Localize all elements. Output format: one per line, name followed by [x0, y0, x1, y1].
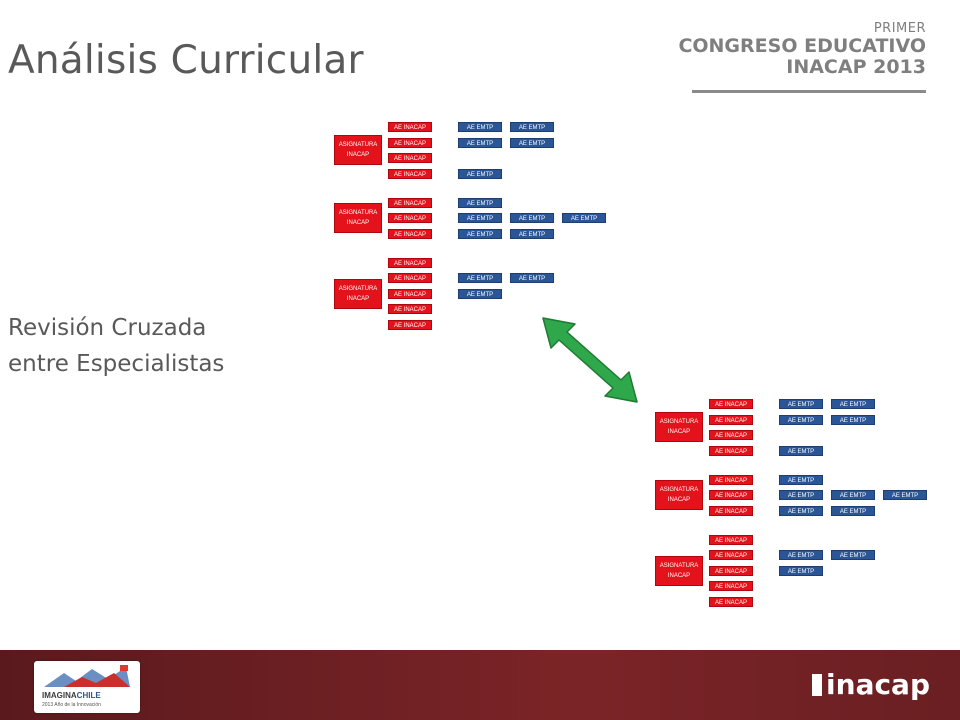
- inacap-wordmark: inacap: [826, 668, 930, 701]
- ae-emtp-box: AE EMTP: [510, 273, 554, 283]
- footer-bar: [0, 650, 960, 720]
- ae-inacap-box: AE INACAP: [388, 122, 432, 132]
- double-arrow-icon: [542, 317, 638, 403]
- ae-emtp-box: AE EMTP: [831, 414, 875, 425]
- imagina-name-1: IMAGINA: [42, 691, 77, 700]
- ae-inacap-box: AE INACAP: [388, 228, 432, 239]
- slide-subtitle: Revisión Cruzada entre Especialistas: [8, 310, 224, 382]
- ae-emtp-box: AE EMTP: [831, 490, 875, 500]
- ae-inacap-box: AE INACAP: [388, 153, 432, 163]
- subject-box: ASIGNATURA INACAP: [655, 555, 703, 586]
- ae-emtp-box: AE EMTP: [458, 228, 502, 239]
- ae-inacap-box: AE INACAP: [709, 596, 753, 607]
- ae-inacap-box: AE INACAP: [388, 213, 432, 223]
- ae-emtp-box: AE EMTP: [510, 213, 554, 223]
- ae-inacap-box: AE INACAP: [388, 257, 432, 268]
- slide-title: Análisis Curricular: [8, 38, 364, 83]
- ae-emtp-box: AE EMTP: [779, 414, 823, 425]
- imagina-chile-logo: IMAGINACHILE 2013 Año de la Innovación: [34, 661, 140, 713]
- ae-inacap-box: AE INACAP: [709, 534, 753, 545]
- subject-box: ASIGNATURA INACAP: [655, 480, 703, 510]
- ae-emtp-box: AE EMTP: [510, 137, 554, 148]
- ae-emtp-box: AE EMTP: [831, 399, 875, 409]
- ae-inacap-box: AE INACAP: [709, 565, 753, 576]
- imagina-name-2: CHILE: [76, 691, 101, 700]
- congreso-line-1: PRIMER: [873, 21, 926, 36]
- ae-emtp-box: AE EMTP: [458, 213, 502, 223]
- subject-box: ASIGNATURA INACAP: [334, 278, 382, 309]
- ae-emtp-box: AE EMTP: [831, 550, 875, 560]
- ae-emtp-box: AE EMTP: [779, 505, 823, 516]
- ae-emtp-box: AE EMTP: [458, 168, 502, 179]
- ae-inacap-box: AE INACAP: [388, 273, 432, 283]
- imagina-name: IMAGINACHILE: [42, 691, 101, 700]
- ae-emtp-box: AE EMTP: [779, 474, 823, 485]
- ae-inacap-box: AE INACAP: [709, 445, 753, 456]
- subtitle-line-1: Revisión Cruzada: [8, 315, 207, 341]
- ae-inacap-box: AE INACAP: [388, 137, 432, 148]
- ae-emtp-box: AE EMTP: [831, 505, 875, 516]
- congreso-line-2: CONGRESO EDUCATIVO: [678, 35, 926, 57]
- ae-inacap-box: AE INACAP: [709, 550, 753, 560]
- mountains-icon: [44, 665, 130, 687]
- ae-emtp-box: AE EMTP: [779, 550, 823, 560]
- ae-emtp-box: AE EMTP: [779, 490, 823, 500]
- subtitle-line-2: entre Especialistas: [8, 351, 225, 377]
- ae-inacap-box: AE INACAP: [709, 490, 753, 500]
- inacap-logo: inacap: [812, 668, 930, 701]
- imagina-tagline: 2013 Año de la Innovación: [42, 702, 101, 708]
- ae-emtp-box: AE EMTP: [458, 273, 502, 283]
- congreso-rule: [692, 90, 926, 93]
- ae-inacap-box: AE INACAP: [388, 304, 432, 314]
- ae-emtp-box: AE EMTP: [562, 213, 606, 223]
- ae-inacap-box: AE INACAP: [709, 414, 753, 425]
- ae-inacap-box: AE INACAP: [388, 197, 432, 208]
- ae-inacap-box: AE INACAP: [388, 319, 432, 330]
- ae-emtp-box: AE EMTP: [779, 445, 823, 456]
- congreso-line-3: INACAP 2013: [786, 56, 926, 78]
- double-arrow-shape: [542, 317, 638, 403]
- ae-inacap-box: AE INACAP: [709, 505, 753, 516]
- ae-emtp-box: AE EMTP: [458, 122, 502, 132]
- ae-inacap-box: AE INACAP: [709, 474, 753, 485]
- ae-emtp-box: AE EMTP: [883, 490, 927, 500]
- inacap-square-icon: [812, 673, 823, 696]
- ae-emtp-box: AE EMTP: [510, 122, 554, 132]
- ae-inacap-box: AE INACAP: [709, 399, 753, 409]
- ae-emtp-box: AE EMTP: [458, 288, 502, 299]
- ae-inacap-box: AE INACAP: [709, 430, 753, 440]
- congreso-logo: PRIMER CONGRESO EDUCATIVO INACAP 2013: [666, 21, 926, 93]
- ae-emtp-box: AE EMTP: [458, 137, 502, 148]
- subject-box: ASIGNATURA INACAP: [334, 203, 382, 233]
- ae-inacap-box: AE INACAP: [388, 288, 432, 299]
- ae-inacap-box: AE INACAP: [388, 168, 432, 179]
- ae-emtp-box: AE EMTP: [510, 228, 554, 239]
- subject-box: ASIGNATURA INACAP: [334, 135, 382, 166]
- ae-emtp-box: AE EMTP: [458, 197, 502, 208]
- ae-emtp-box: AE EMTP: [779, 565, 823, 576]
- ae-inacap-box: AE INACAP: [709, 581, 753, 591]
- subject-box: ASIGNATURA INACAP: [655, 412, 703, 443]
- ae-emtp-box: AE EMTP: [779, 399, 823, 409]
